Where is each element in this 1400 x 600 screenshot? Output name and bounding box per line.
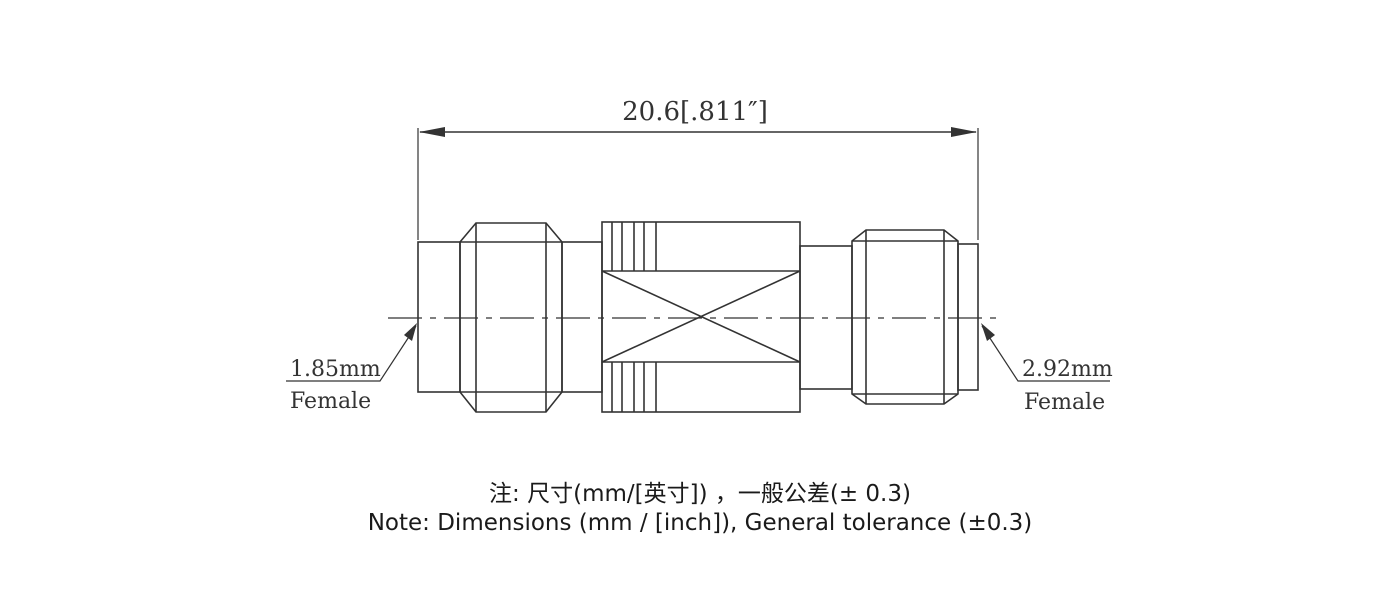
left-size-label: 1.85mm bbox=[290, 357, 381, 382]
right-connector-body bbox=[799, 229, 979, 405]
overall-length-label: 20.6[.811″] bbox=[622, 97, 768, 127]
note-english: Note: Dimensions (mm / [inch]), General … bbox=[367, 510, 1033, 536]
adapter-drawing: 20.6[.811″] 1.85mm Female 2.92mm Female bbox=[286, 97, 1113, 415]
left-gender-label: Female bbox=[290, 389, 371, 414]
right-gender-label: Female bbox=[1024, 390, 1105, 415]
right-arrowhead bbox=[951, 127, 977, 137]
left-connector-body bbox=[417, 222, 603, 413]
right-size-label: 2.92mm bbox=[1022, 357, 1113, 382]
left-arrowhead bbox=[419, 127, 445, 137]
left-leader bbox=[286, 323, 417, 382]
right-leader bbox=[981, 323, 1110, 382]
center-body bbox=[601, 221, 801, 413]
overall-dimension bbox=[417, 127, 979, 240]
note-chinese: 注: 尺寸(mm/[英寸]) ，一般公差(± 0.3) bbox=[489, 481, 911, 507]
